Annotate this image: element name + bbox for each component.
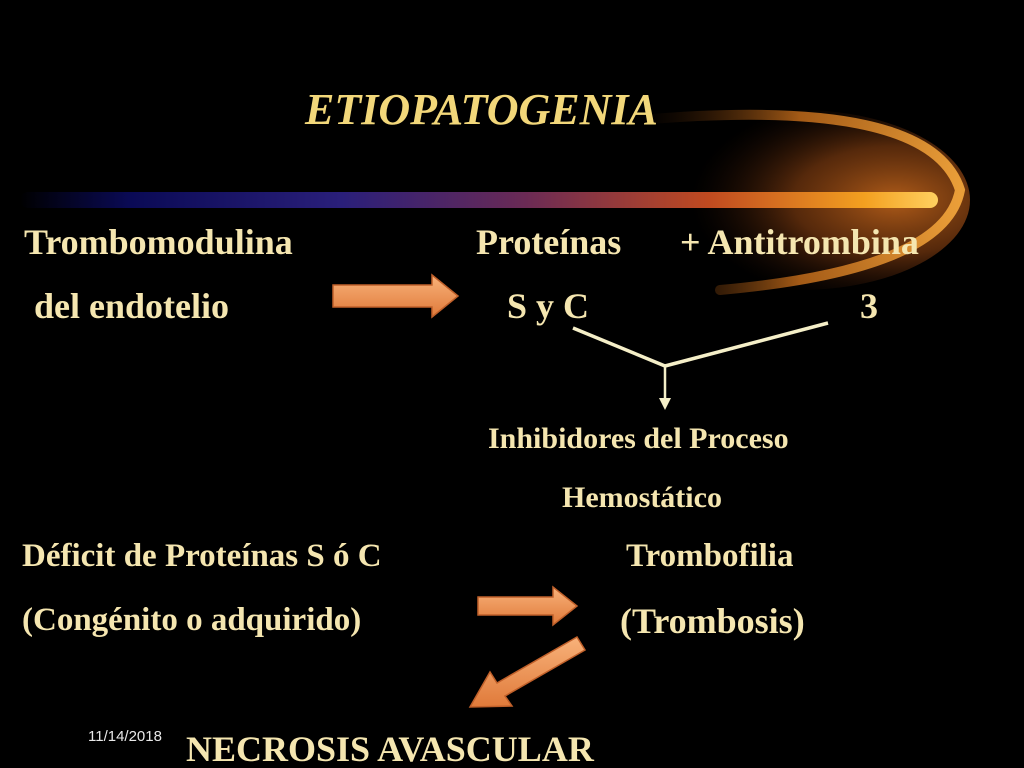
slide-date: 11/14/2018	[88, 728, 162, 745]
title-divider-bar	[20, 192, 938, 208]
glow-ring	[635, 109, 966, 295]
arrow-right-icon	[332, 273, 460, 319]
deficit-label: Déficit de Proteínas S ó C	[22, 538, 382, 574]
bracket-line-left	[572, 326, 666, 368]
inhibidores-label: Inhibidores del Proceso	[488, 422, 789, 455]
arrow-right-icon	[477, 585, 579, 627]
trombosis-label: (Trombosis)	[620, 601, 805, 641]
endotelio-label: del endotelio	[34, 286, 229, 326]
arrow-down-icon	[659, 398, 671, 410]
congenito-label: (Congénito o adquirido)	[22, 602, 362, 638]
bracket-line-right	[664, 321, 829, 368]
antitrombina-label: + Antitrombina	[680, 222, 919, 262]
trombomodulina-label: Trombomodulina	[24, 222, 293, 262]
trombofilia-label: Trombofilia	[626, 538, 794, 574]
arrow-down-left-icon	[468, 635, 587, 708]
antitrombina-number: 3	[860, 286, 878, 326]
necrosis-label: NECROSIS AVASCULAR	[186, 729, 594, 768]
slide-title: ETIOPATOGENIA	[305, 85, 658, 134]
proteinas-label: Proteínas	[476, 222, 622, 262]
hemostatico-label: Hemostático	[562, 481, 722, 514]
sc-label: S y C	[507, 286, 590, 326]
